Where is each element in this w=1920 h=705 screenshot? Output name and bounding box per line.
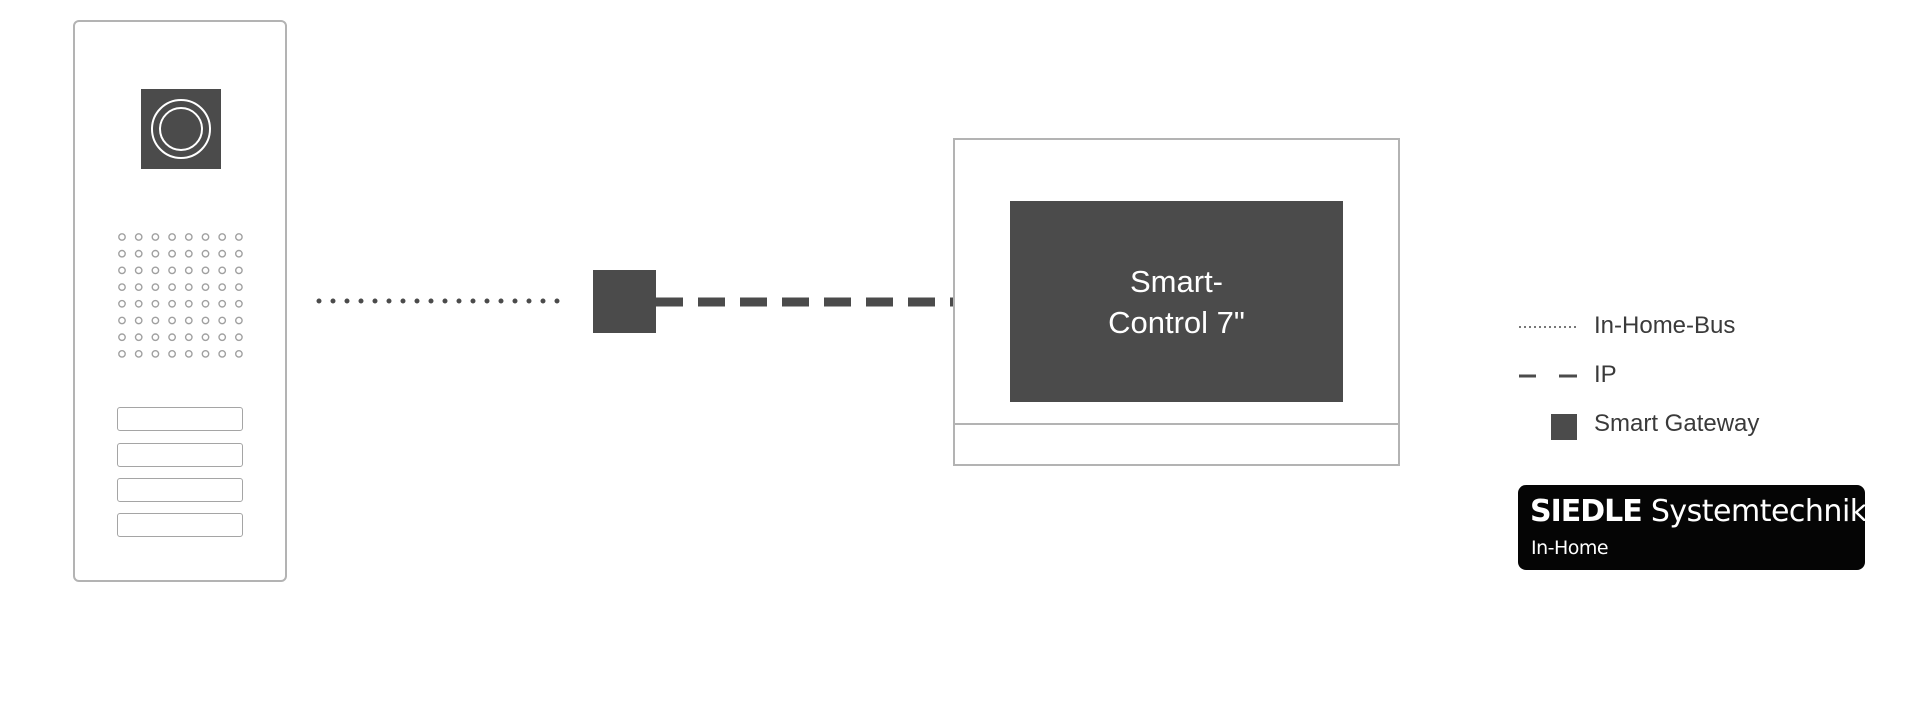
speaker-hole <box>118 350 126 358</box>
speaker-hole <box>151 266 160 275</box>
speaker-hole <box>118 249 126 258</box>
logo-brand-bold: SIEDLE <box>1530 494 1643 529</box>
speaker-hole <box>184 350 193 358</box>
speaker-hole <box>235 350 243 358</box>
speaker-hole <box>134 316 143 325</box>
name-button <box>117 407 243 431</box>
monitor-screen-label-line2: Control 7" <box>1108 304 1245 340</box>
speaker-hole <box>118 283 126 291</box>
speaker-hole <box>168 350 176 358</box>
speaker-hole <box>168 299 176 308</box>
speaker-hole <box>184 333 193 342</box>
speaker-hole <box>168 233 176 241</box>
speaker-hole <box>118 299 126 308</box>
speaker-hole <box>168 249 176 258</box>
speaker-hole <box>235 249 243 258</box>
speaker-hole <box>118 233 126 241</box>
legend-gateway-label: Smart Gateway <box>1594 410 1760 437</box>
name-button <box>117 443 243 467</box>
logo-sub: In-Home <box>1531 537 1609 559</box>
logo-brand-light: Systemtechnik <box>1650 494 1867 529</box>
speaker-hole <box>235 316 243 325</box>
speaker-hole <box>134 299 143 308</box>
speaker-hole <box>218 350 227 358</box>
siedle-logo: SIEDLE Systemtechnik In-Home <box>1518 485 1867 570</box>
speaker-hole <box>151 249 160 258</box>
speaker-hole <box>218 333 227 342</box>
legend-ip-label: IP <box>1594 361 1617 388</box>
speaker-grille <box>118 233 243 358</box>
speaker-hole <box>218 316 227 325</box>
speaker-hole <box>168 283 176 291</box>
speaker-hole <box>151 316 160 325</box>
legend-gateway-swatch <box>1551 414 1577 440</box>
speaker-hole <box>118 316 126 325</box>
speaker-hole <box>218 299 227 308</box>
speaker-hole <box>168 316 176 325</box>
speaker-hole <box>235 283 243 291</box>
speaker-hole <box>218 266 227 275</box>
speaker-hole <box>201 350 210 358</box>
speaker-hole <box>184 266 193 275</box>
speaker-hole <box>184 233 193 241</box>
speaker-hole <box>134 333 143 342</box>
name-button <box>117 478 243 502</box>
speaker-hole <box>218 249 227 258</box>
smart-gateway <box>593 270 656 333</box>
speaker-hole <box>118 266 126 275</box>
speaker-hole <box>151 299 160 308</box>
speaker-hole <box>184 299 193 308</box>
speaker-hole <box>201 233 210 241</box>
speaker-hole <box>151 333 160 342</box>
monitor-screen-label-line1: Smart- <box>1130 263 1223 299</box>
speaker-hole <box>218 233 227 241</box>
speaker-hole <box>235 299 243 308</box>
camera-icon <box>141 89 221 169</box>
speaker-hole <box>184 283 193 291</box>
name-button <box>117 513 243 537</box>
speaker-hole <box>151 350 160 358</box>
speaker-hole <box>235 233 243 241</box>
speaker-hole <box>184 316 193 325</box>
speaker-hole <box>168 266 176 275</box>
speaker-hole <box>201 299 210 308</box>
speaker-hole <box>134 249 143 258</box>
speaker-hole <box>184 249 193 258</box>
monitor-divider <box>955 423 1398 425</box>
speaker-hole <box>201 333 210 342</box>
speaker-hole <box>134 233 143 241</box>
speaker-hole <box>201 249 210 258</box>
speaker-hole <box>134 350 143 358</box>
speaker-hole <box>151 233 160 241</box>
speaker-hole <box>201 283 210 291</box>
speaker-hole <box>201 266 210 275</box>
monitor-screen: Smart- Control 7" <box>1010 201 1343 402</box>
speaker-hole <box>235 266 243 275</box>
speaker-hole <box>151 283 160 291</box>
speaker-hole <box>235 333 243 342</box>
speaker-hole <box>201 316 210 325</box>
speaker-hole <box>118 333 126 342</box>
speaker-hole <box>134 266 143 275</box>
speaker-hole <box>218 283 227 291</box>
speaker-hole <box>168 333 176 342</box>
logo-brand-line: SIEDLE Systemtechnik <box>1530 494 1867 529</box>
speaker-hole <box>134 283 143 291</box>
legend-bus-label: In-Home-Bus <box>1594 312 1736 339</box>
